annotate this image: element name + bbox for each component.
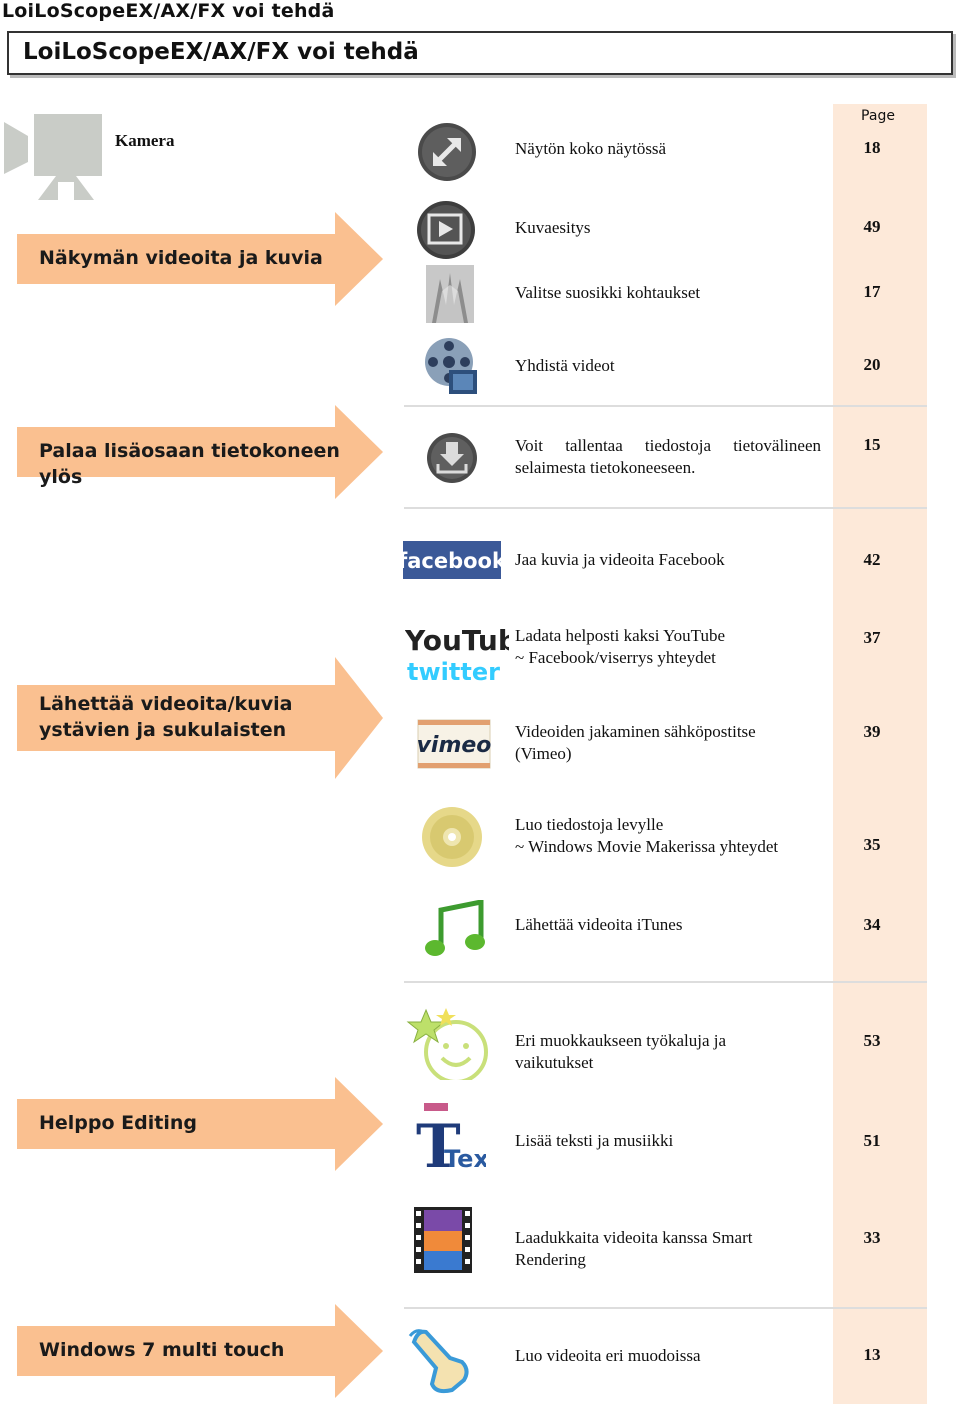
film-strip-icon (414, 1207, 472, 1278)
facebook-icon: facebook (398, 541, 507, 584)
page-number: 17 (863, 282, 881, 301)
category-label: Näkymän videoita ja kuvia (39, 247, 323, 269)
text-icon: T Text (416, 1101, 500, 1182)
title-box: LoiLoScopeEX/AX/FX voi tehdä (7, 31, 953, 75)
feature-text: Kuvaesitys (515, 218, 591, 237)
page-number: 15 (863, 435, 881, 454)
page-number: 18 (863, 138, 881, 157)
page-top-title: LoiLoScopeEX/AX/FX voi tehdä (2, 0, 335, 22)
category-label: Palaa lisäosaan tietokoneen ylös (39, 440, 340, 488)
favorites-icon (426, 265, 474, 328)
feature-text: Valitse suosikki kohtaukset (515, 283, 701, 302)
category-arrow-backup: Palaa lisäosaan tietokoneen ylös (17, 405, 383, 499)
feature-text: Jaa kuvia ja videoita Facebook (515, 550, 725, 569)
feature-text: Luo videoita eri muodoissa (515, 1346, 701, 1365)
page-number: 39 (863, 722, 881, 741)
download-icon (426, 432, 478, 489)
section-divider (404, 1307, 927, 1309)
feature-text: Yhdistä videot (515, 356, 615, 375)
svg-text:vimeo: vimeo (417, 733, 492, 758)
fullscreen-icon (417, 122, 477, 187)
section-divider (404, 507, 927, 509)
vimeo-icon: vimeo (416, 714, 492, 779)
feature-text: Videoiden jakaminen sähköpostitse (Vimeo… (515, 722, 756, 763)
effects-icon (404, 1006, 492, 1085)
svg-text:facebook: facebook (403, 549, 501, 573)
page-number: 49 (863, 217, 881, 236)
camera-icon (4, 112, 104, 207)
category-label: Windows 7 multi touch (39, 1339, 285, 1361)
page-number: 33 (863, 1228, 881, 1247)
page-number: 37 (863, 628, 881, 647)
page-number-column (833, 104, 927, 1404)
feature-text: Voit tallentaa tiedostoja tietovälineen … (515, 436, 821, 477)
youtube-twitter-icon: YouTube twitter (404, 620, 537, 689)
page-column-header: Page (861, 108, 895, 124)
page-number: 20 (863, 355, 881, 374)
film-reel-icon (423, 336, 479, 401)
touch-hand-icon (406, 1328, 474, 1401)
feature-text: Ladata helposti kaksi YouTube ~ Facebook… (515, 626, 725, 667)
svg-text:Text: Text (444, 1145, 486, 1173)
camera-label: Kamera (115, 131, 175, 150)
feature-text: Lisää teksti ja musiikki (515, 1131, 674, 1150)
feature-text: Laadukkaita videoita kanssa Smart Render… (515, 1228, 753, 1269)
feature-text: Eri muokkaukseen työkaluja ja vaikutukse… (515, 1031, 727, 1072)
page-number: 35 (863, 835, 881, 854)
disc-icon (421, 806, 483, 873)
page-number: 13 (863, 1345, 881, 1364)
section-divider (404, 405, 927, 407)
category-arrow-view: Näkymän videoita ja kuvia (17, 212, 383, 306)
page-number: 42 (863, 550, 881, 569)
category-arrow-share: Lähettää videoita/kuvia ystävien ja suku… (17, 657, 383, 779)
section-divider (404, 981, 927, 983)
page-number: 34 (863, 915, 881, 934)
category-arrow-editing: Helppo Editing (17, 1077, 383, 1171)
svg-text:twitter: twitter (407, 658, 500, 684)
category-arrow-touch: Windows 7 multi touch (17, 1304, 383, 1398)
feature-text: Lähettää videoita iTunes (515, 915, 683, 934)
feature-text: Näytön koko näytössä (515, 139, 667, 158)
feature-text: Luo tiedostoja levylle ~ Windows Movie M… (515, 815, 779, 856)
music-note-icon (423, 898, 485, 967)
category-label: Lähettää videoita/kuvia ystävien ja suku… (39, 693, 293, 741)
page-title: LoiLoScopeEX/AX/FX voi tehdä (23, 39, 419, 65)
page-number: 51 (863, 1131, 881, 1150)
slideshow-icon (416, 200, 476, 265)
page-number: 53 (863, 1031, 881, 1050)
category-label: Helppo Editing (39, 1112, 197, 1134)
svg-text:T: T (416, 1112, 461, 1175)
